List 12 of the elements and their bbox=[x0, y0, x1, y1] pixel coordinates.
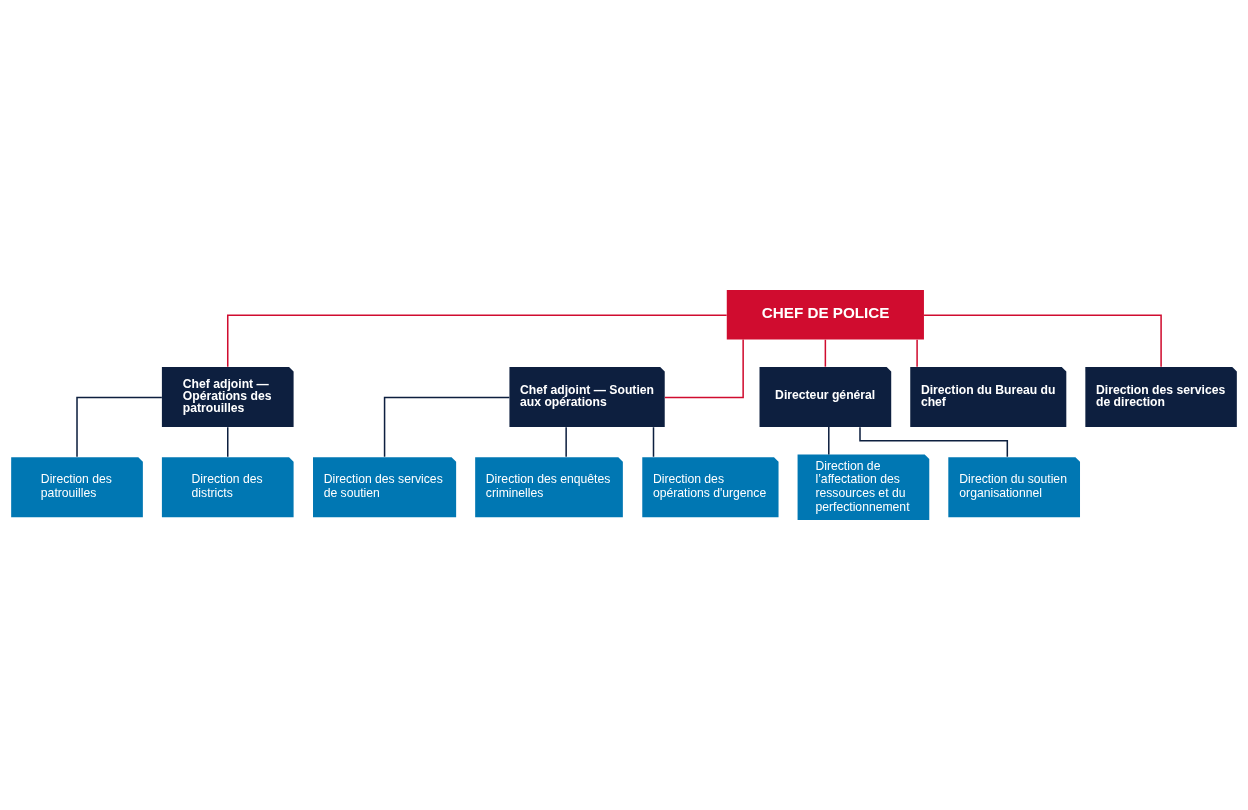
connector bbox=[664, 338, 744, 399]
connector bbox=[916, 338, 918, 368]
connector bbox=[227, 426, 229, 458]
connector bbox=[383, 396, 511, 458]
connector bbox=[652, 426, 655, 458]
connector bbox=[923, 314, 1162, 368]
connector bbox=[824, 338, 827, 368]
node-box: CHEF DE POLICE bbox=[726, 290, 924, 340]
connector bbox=[828, 426, 830, 456]
connector bbox=[227, 314, 728, 368]
connector bbox=[76, 396, 163, 458]
connector bbox=[565, 426, 567, 458]
